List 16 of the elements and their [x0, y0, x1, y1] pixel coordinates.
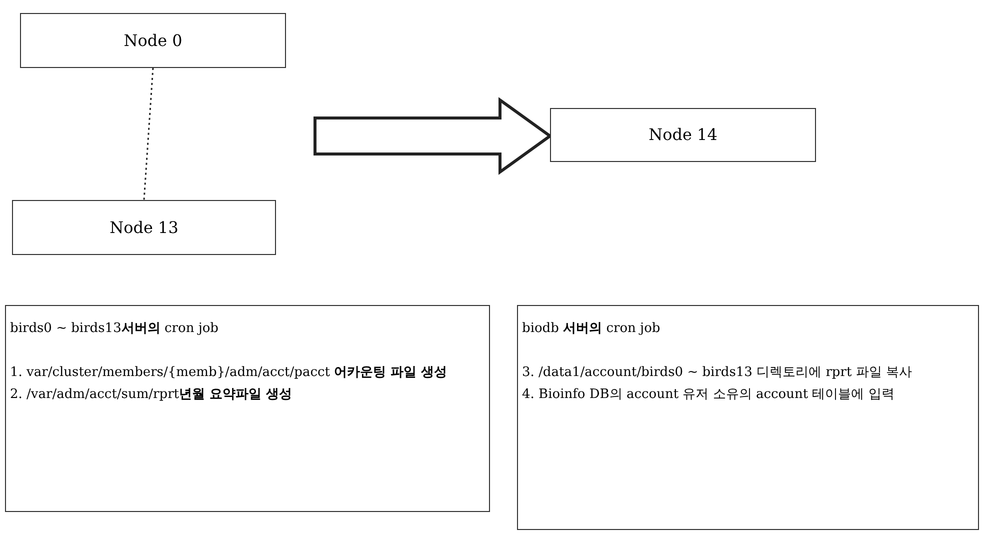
box-heading: biodb 서버의 cron job	[522, 320, 662, 338]
list-item: 4. Bioinfo DB의 account 유저 소유의 account 테이블에 입력	[522, 386, 896, 404]
text-box	[5, 305, 490, 512]
node-label: Node 14	[648, 124, 718, 146]
list-item: 2. /var/adm/acct/sum/rprt년월 요약파일 생성	[10, 386, 294, 404]
node-box	[12, 200, 276, 255]
dotted-line	[143, 68, 154, 200]
list-item: 3. /data1/account/birds0 ~ birds13 디렉토리에 rprt 파일 복사	[522, 364, 913, 382]
list-item: 1. var/cluster/members/{memb}/adm/acct/pacct 어카운팅 파일 생성	[10, 364, 448, 382]
text-box	[517, 305, 979, 530]
node-box	[550, 108, 816, 162]
node-label: Node 13	[110, 216, 178, 238]
block-arrow	[314, 97, 553, 175]
node-box	[20, 13, 286, 68]
box-heading: birds0 ~ birds13서버의 cron job	[10, 320, 220, 338]
node-label: Node 0	[124, 30, 182, 52]
